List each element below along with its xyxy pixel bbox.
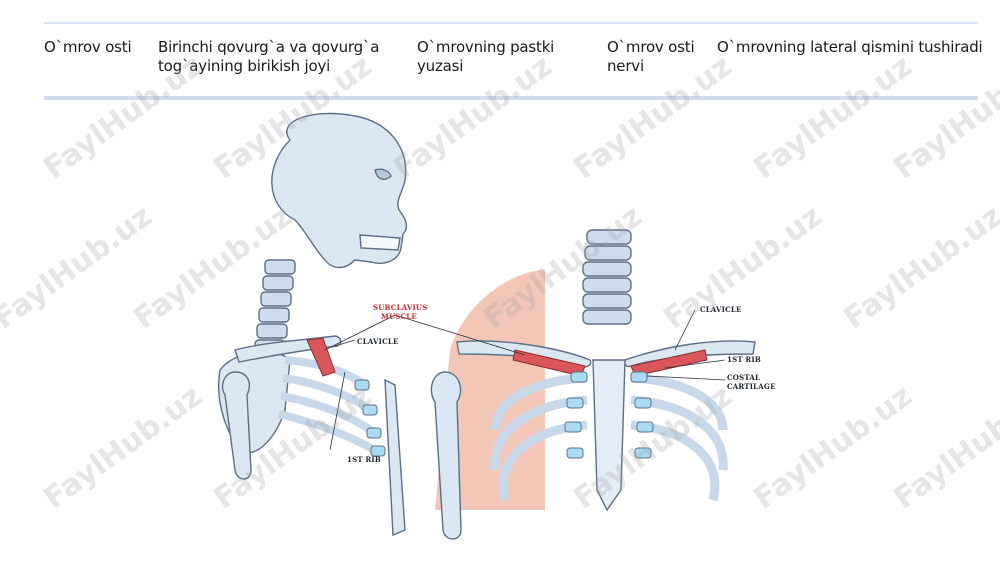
table-top-rule [44, 22, 978, 24]
innervation-cell: O`mrov osti nervi [607, 38, 695, 75]
anterior-skeleton-view [430, 229, 756, 540]
cervical-spine-front [582, 229, 632, 325]
watermark-text: FaylHub.uz [887, 48, 1000, 187]
costal-cartilage-label-line2: CARTILAGE [727, 382, 776, 391]
sternum-left [384, 378, 406, 537]
first-rib-label-left: 1ST RIB [347, 455, 381, 464]
watermark-text: FaylHub.uz [887, 378, 1000, 517]
clavicle-label-left: CLAVICLE [357, 337, 399, 346]
costal-cartilage-label-line1: COSTAL [727, 373, 760, 382]
subclavius-label-line2: MUSCLE [381, 312, 417, 321]
muscle-name-cell: O`mrov osti [44, 38, 132, 56]
clavicle-label-right: CLAVICLE [700, 305, 742, 314]
cervical-spine [254, 259, 296, 355]
sternum-right [592, 359, 626, 512]
watermark-text: FaylHub.uz [837, 198, 1000, 337]
leader-lines [324, 309, 726, 451]
insertion-cell: O`mrovning pastki yuzasi [417, 38, 555, 75]
skull [271, 112, 408, 269]
lateral-skeleton-view [218, 112, 408, 537]
watermark-text: FaylHub.uz [37, 378, 209, 517]
subclavius-label-line1: SUBCLAVIUS [373, 303, 428, 312]
origin-cell: Birinchi qovurg`a va qovurg`a tog`ayinin… [158, 38, 380, 75]
subclavius-anatomy-illustration: SUBCLAVIUS MUSCLE CLAVICLE 1ST RIB CLAVI… [195, 110, 795, 550]
table-bottom-rule [44, 96, 978, 100]
subclavius-muscle-left [306, 337, 336, 377]
function-cell: O`mrovning lateral qismini tushiradi [717, 38, 983, 56]
humerus-right [430, 371, 462, 540]
watermark-text: FaylHub.uz [0, 198, 159, 337]
first-rib-label-right: 1ST RIB [727, 355, 761, 364]
humerus-left [221, 371, 252, 480]
